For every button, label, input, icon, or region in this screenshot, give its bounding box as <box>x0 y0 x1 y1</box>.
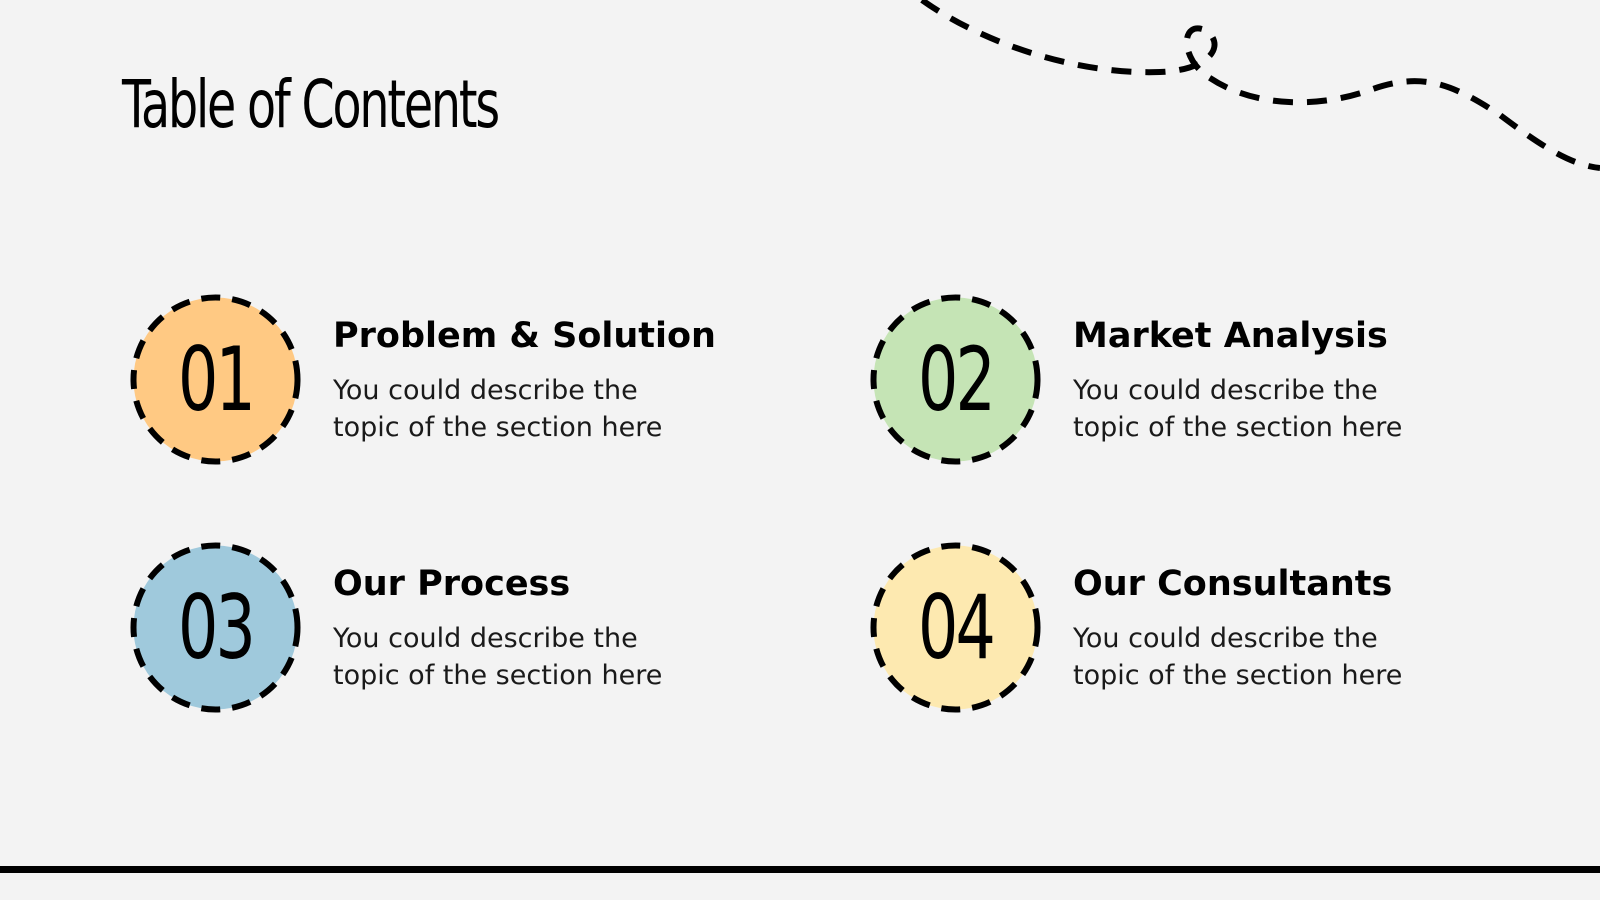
toc-item-our-process[interactable]: 03 Our Process You could describe the to… <box>128 540 768 715</box>
section-description: You could describe the topic of the sect… <box>333 375 663 443</box>
number-badge: 04 <box>868 540 1043 715</box>
section-title: Our Consultants <box>1073 564 1393 604</box>
section-number: 02 <box>918 328 996 431</box>
badge-circle <box>130 294 301 465</box>
section-number: 01 <box>178 328 256 431</box>
section-number: 03 <box>178 576 256 679</box>
number-badge: 02 <box>868 292 1043 467</box>
badge-fill <box>870 542 1041 713</box>
section-title: Market Analysis <box>1073 316 1388 356</box>
section-title: Problem & Solution <box>333 316 716 356</box>
badge-fill <box>130 294 301 465</box>
page-title: Table of Contents <box>122 66 500 143</box>
section-description: You could describe the topic of the sect… <box>1073 375 1403 443</box>
number-badge: 01 <box>128 292 303 467</box>
section-description: You could describe the topic of the sect… <box>1073 623 1403 691</box>
bottom-divider <box>0 866 1600 873</box>
badge-fill <box>870 294 1041 465</box>
badge-circle <box>870 294 1041 465</box>
toc-item-market-analysis[interactable]: 02 Market Analysis You could describe th… <box>868 292 1508 467</box>
section-title: Our Process <box>333 564 571 604</box>
decorative-dashed-line <box>920 0 1600 171</box>
toc-item-problem-solution[interactable]: 01 Problem & Solution You could describe… <box>128 292 768 467</box>
section-description: You could describe the topic of the sect… <box>333 623 663 691</box>
badge-circle <box>130 542 301 713</box>
badge-circle <box>870 542 1041 713</box>
section-number: 04 <box>918 576 996 679</box>
number-badge: 03 <box>128 540 303 715</box>
badge-fill <box>130 542 301 713</box>
toc-item-our-consultants[interactable]: 04 Our Consultants You could describe th… <box>868 540 1508 715</box>
